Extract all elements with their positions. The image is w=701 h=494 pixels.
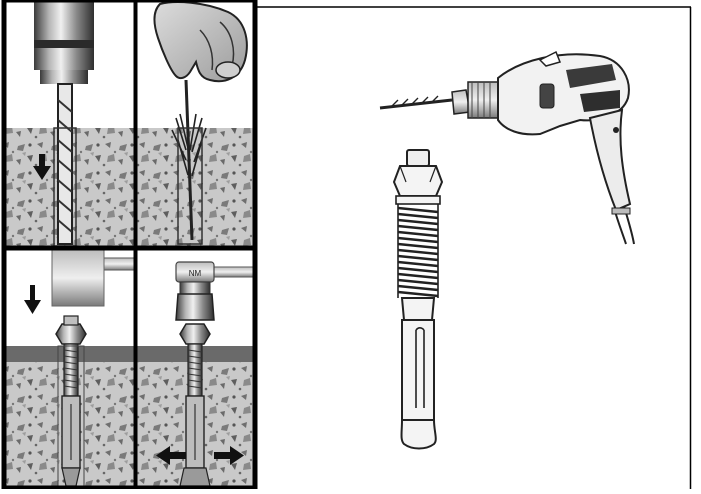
sleeve-anchor-icon (394, 150, 442, 449)
step-2-brush-panel (137, 0, 253, 246)
drill-bit-icon (58, 84, 72, 244)
torque-label: NM (189, 269, 202, 278)
anchor-thread (398, 204, 438, 298)
step-3-hammer-panel (6, 250, 134, 486)
step-4-torque-panel: NM (137, 250, 253, 486)
step-grid: NM (2, 0, 256, 489)
product-panel (256, 7, 691, 489)
step-1-drill-panel (6, 0, 134, 246)
